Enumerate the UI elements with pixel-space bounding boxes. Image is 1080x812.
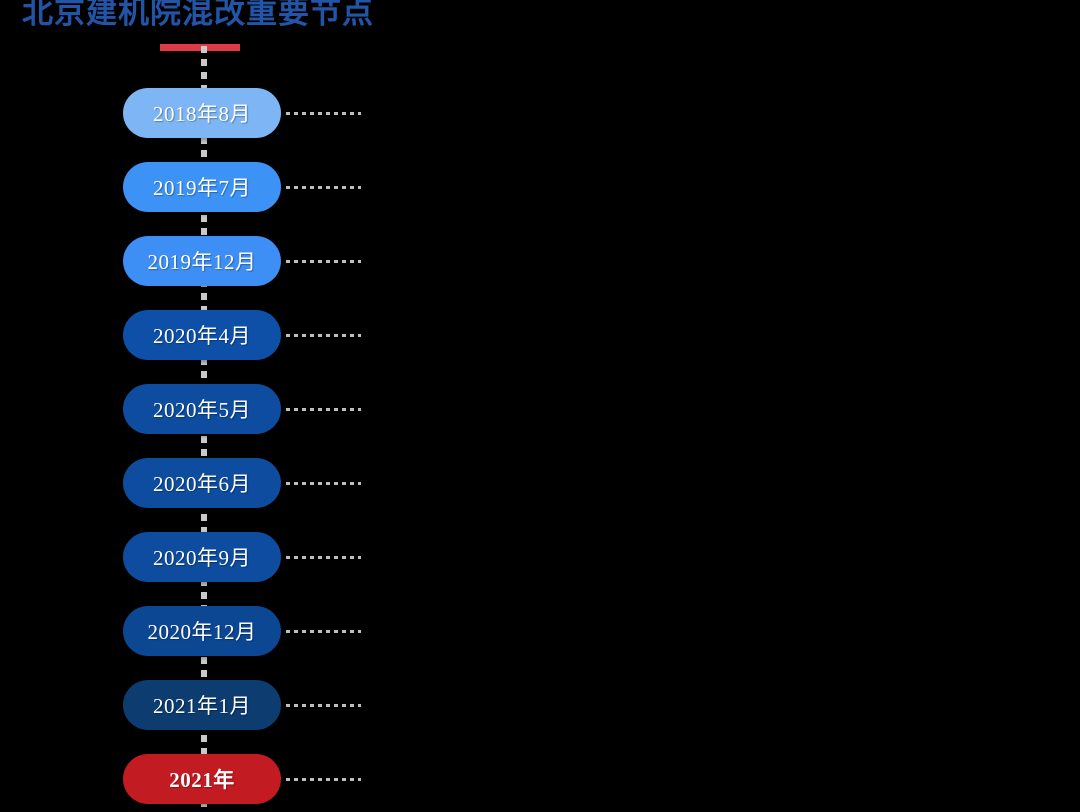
timeline-node-leader-line <box>286 630 361 633</box>
timeline-node-leader-line <box>286 778 361 781</box>
timeline-node-label: 2019年12月 <box>147 250 257 274</box>
timeline-node-pill[interactable]: 2020年12月 <box>123 606 281 656</box>
timeline-node-leader-line <box>286 334 361 337</box>
timeline-node-label: 2021年1月 <box>153 694 251 718</box>
timeline-node-leader-line <box>286 556 361 559</box>
timeline-node-label: 2020年6月 <box>153 472 251 496</box>
timeline-node-row: 2020年4月 <box>0 310 1080 360</box>
timeline-node-row: 2021年1月 <box>0 680 1080 730</box>
timeline-node-pill[interactable]: 2020年6月 <box>123 458 281 508</box>
timeline-node-row: 2020年9月 <box>0 532 1080 582</box>
timeline-node-label: 2020年5月 <box>153 398 251 422</box>
timeline-node-pill[interactable]: 2020年9月 <box>123 532 281 582</box>
timeline-node-pill[interactable]: 2019年7月 <box>123 162 281 212</box>
timeline-node-row: 2018年8月 <box>0 88 1080 138</box>
timeline-node-label: 2020年12月 <box>147 620 257 644</box>
timeline-node-leader-line <box>286 482 361 485</box>
timeline-node-label: 2021年 <box>169 768 235 792</box>
timeline-node-row: 2021年 <box>0 754 1080 804</box>
timeline-node-leader-line <box>286 260 361 263</box>
timeline-node-leader-line <box>286 408 361 411</box>
timeline-node-label: 2020年4月 <box>153 324 251 348</box>
timeline-node-pill[interactable]: 2021年1月 <box>123 680 281 730</box>
timeline-node-leader-line <box>286 186 361 189</box>
timeline-node-row: 2019年7月 <box>0 162 1080 212</box>
timeline-node-pill[interactable]: 2018年8月 <box>123 88 281 138</box>
timeline-node-pill[interactable]: 2019年12月 <box>123 236 281 286</box>
timeline-node-leader-line <box>286 704 361 707</box>
timeline-node-row: 2020年12月 <box>0 606 1080 656</box>
timeline-node-pill[interactable]: 2020年4月 <box>123 310 281 360</box>
timeline-node-label: 2020年9月 <box>153 546 251 570</box>
timeline-node-label: 2018年8月 <box>153 102 251 126</box>
timeline-node-label: 2019年7月 <box>153 176 251 200</box>
title-block: 北京建机院混改重要节点 <box>0 0 1080 56</box>
timeline-node-pill[interactable]: 2020年5月 <box>123 384 281 434</box>
timeline-node-pill[interactable]: 2021年 <box>123 754 281 804</box>
timeline-node-row: 2020年6月 <box>0 458 1080 508</box>
title-underline-accent <box>160 44 240 51</box>
timeline-node-leader-line <box>286 112 361 115</box>
timeline-node-row: 2020年5月 <box>0 384 1080 434</box>
page-title: 北京建机院混改重要节点 <box>22 0 374 31</box>
timeline-node-row: 2019年12月 <box>0 236 1080 286</box>
